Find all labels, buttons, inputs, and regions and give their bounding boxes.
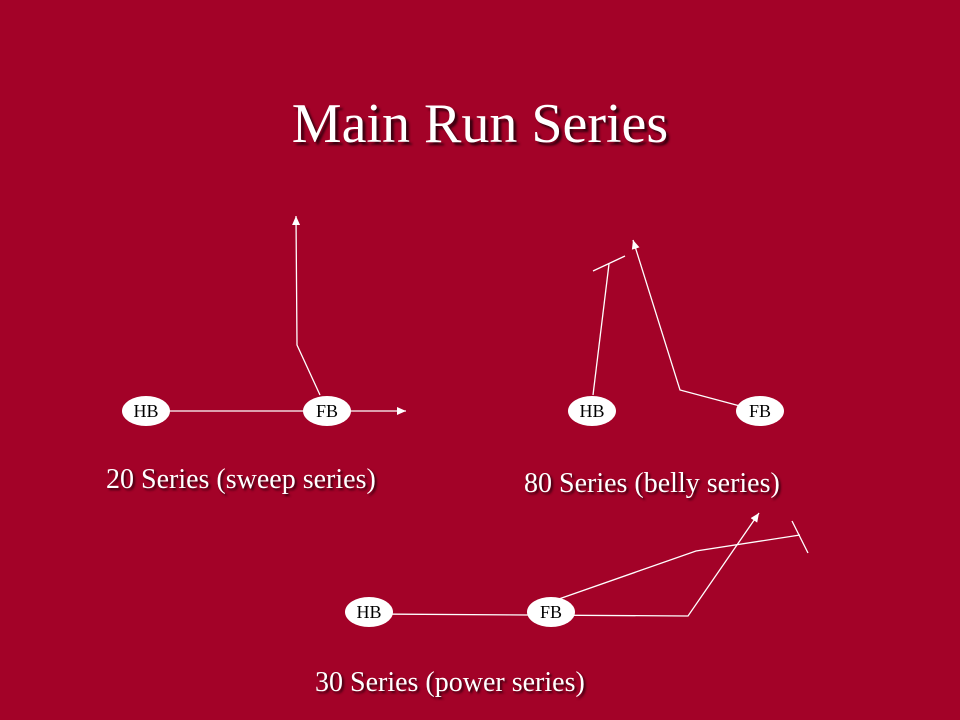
fb-route-20: [292, 215, 321, 396]
player-hb-20: HB: [122, 396, 170, 426]
caption-30-series: 30 Series (power series): [315, 667, 585, 698]
player-hb-30: HB: [345, 597, 393, 627]
fb-route-80: [631, 239, 741, 407]
hb-route-30: [374, 512, 760, 617]
player-fb-30: FB: [527, 597, 575, 627]
hb-block-mark-80: [592, 255, 626, 272]
player-fb-20: FB: [303, 396, 351, 426]
slide-title: Main Run Series: [291, 93, 669, 155]
player-fb-80: FB: [736, 396, 784, 426]
caption-80-series: 80 Series (belly series): [524, 468, 780, 499]
fb-block-mark-30: [791, 520, 809, 554]
caption-20-series: 20 Series (sweep series): [106, 464, 376, 495]
hb-block-route-80: [592, 263, 610, 396]
fb-block-route-30: [555, 534, 801, 601]
player-hb-80: HB: [568, 396, 616, 426]
